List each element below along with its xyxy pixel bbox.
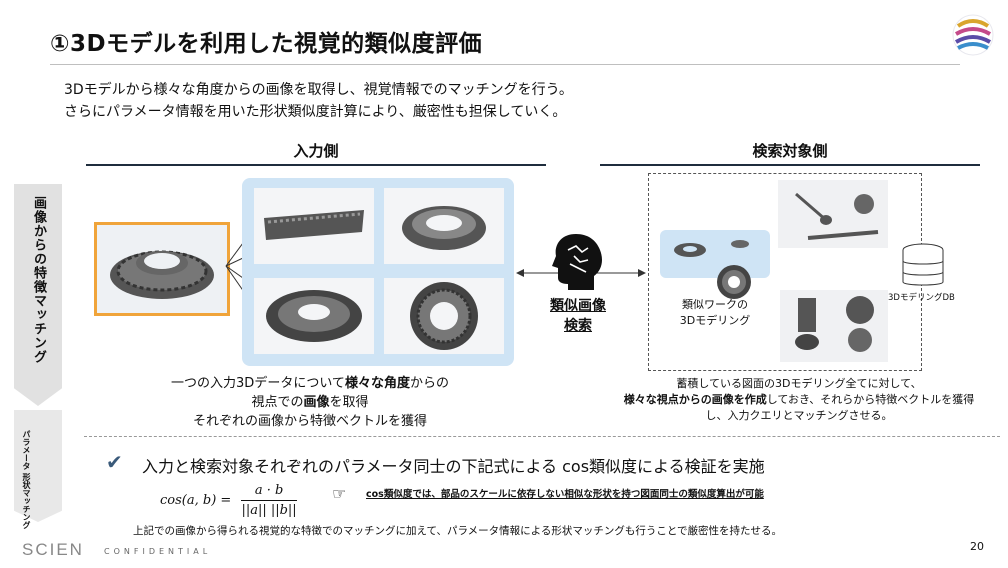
gear-icon xyxy=(266,290,362,342)
logo-icon xyxy=(952,14,994,56)
cos-formula: cos(a, b) = a · b ||a|| ||b|| xyxy=(160,483,297,518)
gear-icon xyxy=(264,210,364,240)
side-label-image: 画像からの特徴マッチング xyxy=(31,196,46,364)
search-caption-text: し、入力クエリとマッチングさせる。 xyxy=(705,409,893,422)
db-label: 3DモデリングDB xyxy=(888,293,955,303)
gear-icon xyxy=(410,282,478,350)
confidential-label: CONFIDENTIAL xyxy=(104,547,212,556)
brand-logo-text: SCIEN xyxy=(22,540,84,559)
formula-denominator: ||a|| ||b|| xyxy=(241,503,297,518)
view-thumbnail xyxy=(254,278,374,354)
formula-fraction: a · b ||a|| ||b|| xyxy=(241,483,297,518)
gear-icon xyxy=(110,250,214,299)
brain-icon xyxy=(552,234,602,290)
bolt-icon xyxy=(795,296,874,352)
side-label-bg-image xyxy=(14,184,62,406)
view-thumbnail xyxy=(384,188,504,264)
stored-model-shafts xyxy=(778,180,888,248)
search-caption-text: しておき、それらから特徴ベクトルを獲得 xyxy=(766,393,975,406)
similar-work-panel xyxy=(660,230,770,278)
similar-work-label: 類似ワークの 3Dモデリング xyxy=(660,296,770,328)
view-thumbnail xyxy=(384,278,504,354)
input-caption-text: それぞれの画像から特徴ベクトルを獲得 xyxy=(192,414,427,429)
page-number: 20 xyxy=(970,540,984,553)
intro-line-1: 3Dモデルから様々な角度からの画像を取得し、視覚情報でのマッチングを行う。 xyxy=(64,82,573,98)
shaft-icon xyxy=(795,192,879,240)
side-label-bg-param xyxy=(14,410,62,522)
section-divider xyxy=(84,436,1000,437)
search-caption-text: 蓄積している図面の3Dモデリング全てに対して、 xyxy=(676,377,922,390)
input-caption-emphasis: 画像 xyxy=(303,395,330,410)
input-caption-text: 一つの入力3Dデータについて xyxy=(171,376,345,391)
side-label-param: パラメータ 形状マッチング xyxy=(22,430,31,529)
input-caption: 一つの入力3Dデータについて様々な角度からの 視点での画像を取得 それぞれの画像… xyxy=(100,372,520,429)
similar-label-line: 3Dモデリング xyxy=(679,314,751,327)
pointing-hand-icon: ☞ xyxy=(332,484,347,503)
input-caption-text: からの xyxy=(409,376,449,391)
page-title: ①3Dモデルを利用した視覚的類似度評価 xyxy=(50,31,483,57)
search-caption-emphasis: 様々な視点からの画像を作成 xyxy=(623,393,767,406)
similar-label-line: 類似ワークの xyxy=(682,298,748,311)
gear-icon xyxy=(674,240,749,257)
center-label-line: 検索 xyxy=(564,318,592,334)
input-caption-text: 視点での xyxy=(251,395,304,410)
formula-lhs: cos(a, b) = xyxy=(160,493,232,508)
intro-line-2: さらにパラメータ情報を用いた形状類似度計算により、厳密性も担保していく。 xyxy=(64,104,567,120)
search-side-underline xyxy=(600,164,980,166)
search-caption: 蓄積している図面の3Dモデリング全てに対して、 様々な視点からの画像を作成してお… xyxy=(590,376,1008,424)
input-side-underline xyxy=(86,164,546,166)
checkmark-icon: ✔ xyxy=(106,450,123,474)
center-label-line: 類似画像 xyxy=(550,298,606,314)
stored-model-parts xyxy=(780,290,888,362)
input-caption-text: を取得 xyxy=(329,395,369,410)
summary-note: 上記での画像から得られる視覚的な特徴でのマッチングに加えて、パラメータ情報による… xyxy=(133,525,783,537)
gear-icon xyxy=(717,265,751,299)
gear-icon xyxy=(402,206,486,250)
input-caption-emphasis: 様々な角度 xyxy=(344,376,410,391)
input-model-frame xyxy=(94,222,230,316)
similar-image-search-label: 類似画像 検索 xyxy=(538,296,618,336)
search-side-heading: 検索対象側 xyxy=(752,142,828,160)
title-divider xyxy=(50,64,960,65)
view-thumbnail xyxy=(254,188,374,264)
cos-similarity-heading: 入力と検索対象それぞれのパラメータ同士の下記式による cos類似度による検証を実… xyxy=(142,457,765,476)
formula-numerator: a · b xyxy=(241,483,297,501)
cos-note: cos類似度では、部品のスケールに依存しない相似な形状を持つ図面同士の類似度算出… xyxy=(366,489,764,500)
input-side-heading: 入力側 xyxy=(293,142,339,160)
database-icon xyxy=(902,243,944,286)
